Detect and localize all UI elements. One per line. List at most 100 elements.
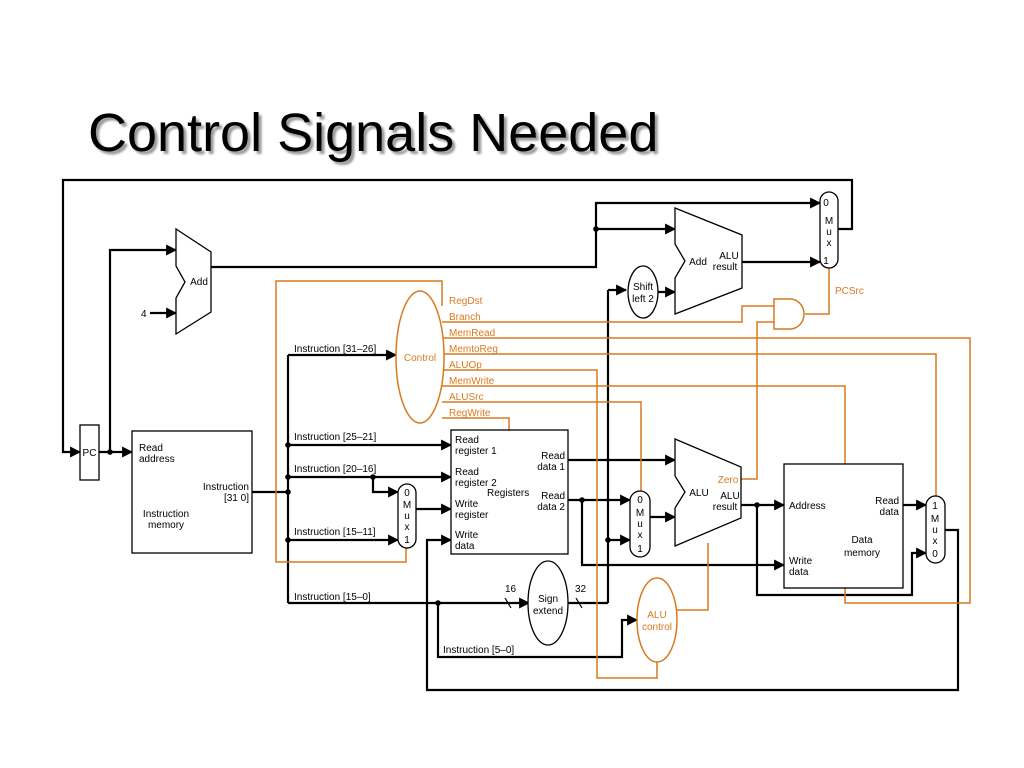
main-alu: ALU Zero ALU result: [674, 438, 742, 547]
regdst-mux: 0 M u x 1: [397, 483, 417, 549]
control-unit: Control: [395, 290, 445, 424]
svg-text:x: x: [638, 530, 643, 541]
svg-text:Read: Read: [455, 435, 479, 446]
junction-dots: [107, 226, 760, 606]
shift-left-2: Shift left 2: [627, 265, 659, 319]
svg-text:memory: memory: [844, 548, 880, 559]
pc-label: PC: [83, 448, 97, 459]
svg-text:[31 0]: [31 0]: [224, 493, 249, 504]
svg-text:Read: Read: [875, 496, 899, 507]
field-15-11: Instruction [15–11]: [294, 527, 376, 538]
svg-text:result: result: [713, 262, 738, 273]
svg-text:u: u: [932, 525, 938, 536]
svg-text:0: 0: [404, 488, 410, 499]
signal-memtoreg: MemtoReg: [449, 344, 498, 355]
pcsrc-label: PCSrc: [835, 286, 864, 297]
signal-branch: Branch: [449, 312, 481, 323]
svg-text:memory: memory: [148, 520, 184, 531]
svg-text:Read: Read: [139, 443, 163, 454]
svg-text:data: data: [789, 567, 809, 578]
field-25-21: Instruction [25–21]: [294, 432, 376, 443]
svg-text:control: control: [642, 622, 672, 633]
instruction-memory: Read address Instruction [31 0] Instruct…: [131, 430, 253, 554]
svg-text:x: x: [933, 536, 938, 547]
svg-text:left 2: left 2: [632, 294, 654, 305]
svg-text:ALU: ALU: [720, 491, 739, 502]
sign-extend: Sign extend: [527, 560, 569, 646]
svg-text:x: x: [827, 238, 832, 249]
svg-text:extend: extend: [533, 606, 563, 617]
svg-text:1: 1: [637, 544, 643, 555]
svg-text:Write: Write: [455, 530, 479, 541]
svg-text:Add: Add: [689, 257, 707, 268]
svg-text:Read: Read: [541, 491, 565, 502]
svg-text:u: u: [826, 227, 832, 238]
svg-text:Read: Read: [455, 467, 479, 478]
control-signal-labels: RegDst Branch MemRead MemtoReg ALUOp Mem…: [449, 296, 498, 419]
svg-text:0: 0: [823, 198, 829, 209]
register-file: Read register 1 Read register 2 Write re…: [450, 429, 569, 555]
svg-text:address: address: [139, 454, 175, 465]
svg-text:0: 0: [637, 495, 643, 506]
svg-text:Write: Write: [455, 499, 479, 510]
svg-text:1: 1: [823, 256, 829, 267]
svg-text:Sign: Sign: [538, 594, 558, 605]
svg-text:ALU: ALU: [689, 488, 708, 499]
svg-text:0: 0: [932, 549, 938, 560]
pc-register: PC: [79, 424, 100, 481]
svg-text:ALU: ALU: [719, 251, 738, 262]
branch-adder: Add ALU result: [674, 207, 743, 315]
signal-regdst: RegDst: [449, 296, 483, 307]
signal-regwrite: RegWrite: [449, 408, 491, 419]
alu-control: ALU control: [636, 577, 678, 663]
svg-text:x: x: [405, 522, 410, 533]
data-memory: Address Read data Write data Data memory: [783, 463, 904, 589]
svg-text:ALU: ALU: [647, 610, 666, 621]
svg-text:1: 1: [932, 501, 938, 512]
signal-aluop: ALUOp: [449, 360, 482, 371]
field-20-16: Instruction [20–16]: [294, 464, 376, 475]
signal-alusrc: ALUSrc: [449, 392, 483, 403]
svg-text:M: M: [825, 216, 833, 227]
svg-text:Read: Read: [541, 451, 565, 462]
svg-text:Instruction: Instruction: [143, 509, 189, 520]
svg-text:Write: Write: [789, 556, 813, 567]
svg-text:Registers: Registers: [487, 488, 529, 499]
field-5-0: Instruction [5–0]: [443, 645, 514, 656]
control-wires: [275, 268, 971, 679]
svg-text:data: data: [455, 541, 475, 552]
instruction-field-labels: Instruction [31–26] Instruction [25–21] …: [294, 344, 514, 656]
svg-text:M: M: [636, 508, 644, 519]
svg-text:data 2: data 2: [537, 502, 565, 513]
field-31-26: Instruction [31–26]: [294, 344, 376, 355]
signal-memwrite: MemWrite: [449, 376, 495, 387]
svg-text:1: 1: [404, 535, 410, 546]
pc-adder-label: Add: [190, 277, 208, 288]
svg-text:M: M: [931, 514, 939, 525]
branch-and-gate: [773, 298, 805, 330]
svg-text:register 2: register 2: [455, 478, 497, 489]
svg-text:register: register: [455, 510, 489, 521]
svg-text:Zero: Zero: [718, 475, 739, 486]
width-32-label: 32: [575, 584, 587, 595]
pc-adder: Add: [175, 227, 212, 336]
svg-text:data 1: data 1: [537, 462, 565, 473]
svg-text:Data: Data: [851, 535, 873, 546]
svg-text:M: M: [403, 500, 411, 511]
field-15-0: Instruction [15–0]: [294, 592, 371, 603]
svg-text:data: data: [880, 507, 900, 518]
svg-text:u: u: [404, 511, 410, 522]
svg-text:result: result: [713, 502, 738, 513]
memtoreg-mux: 1 M u x 0: [925, 495, 946, 564]
width-16-label: 16: [505, 584, 517, 595]
svg-text:Instruction: Instruction: [203, 482, 249, 493]
slide-title: Control Signals Needed: [88, 103, 659, 163]
svg-text:Shift: Shift: [633, 282, 653, 293]
svg-text:Control: Control: [404, 353, 436, 364]
alusrc-mux: 0 M u x 1: [629, 490, 651, 558]
svg-text:register 1: register 1: [455, 446, 497, 457]
svg-text:Address: Address: [789, 501, 826, 512]
constant-four: 4: [141, 309, 147, 320]
svg-text:u: u: [637, 519, 643, 530]
